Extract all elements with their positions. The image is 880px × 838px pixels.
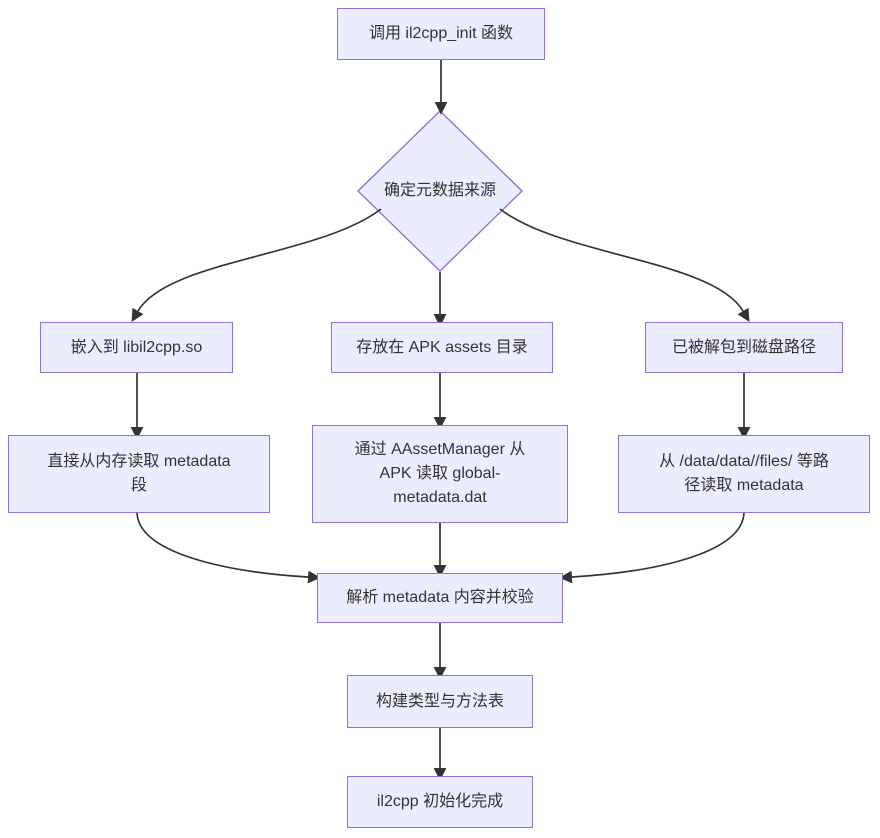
node-apk-assets: 存放在 APK assets 目录 xyxy=(331,322,553,373)
node-read-apk: 通过 AAssetManager 从 APK 读取 global- metada… xyxy=(312,425,568,523)
node-done: il2cpp 初始化完成 xyxy=(347,776,533,828)
node-build-tables: 构建类型与方法表 xyxy=(347,675,533,728)
edge-decision-embedded xyxy=(131,208,382,322)
node-read-disk: 从 /data/data//files/ 等路 径读取 metadata xyxy=(618,435,870,513)
node-start: 调用 il2cpp_init 函数 xyxy=(337,8,545,60)
edge-disk-parse xyxy=(559,512,745,584)
node-read-memory: 直接从内存读取 metadata 段 xyxy=(8,435,270,513)
node-embedded: 嵌入到 libil2cpp.so xyxy=(40,322,233,373)
node-parse: 解析 metadata 内容并校验 xyxy=(317,573,563,623)
edge-decision-unpacked xyxy=(499,208,750,322)
edge-memory-parse xyxy=(136,512,321,584)
node-unpacked: 已被解包到磁盘路径 xyxy=(645,322,843,373)
node-decision-label: 确定元数据来源 xyxy=(383,182,496,199)
